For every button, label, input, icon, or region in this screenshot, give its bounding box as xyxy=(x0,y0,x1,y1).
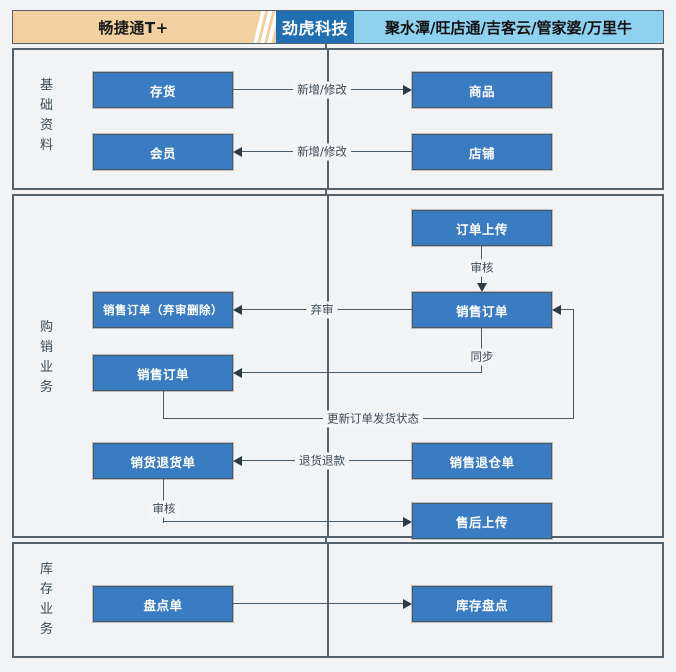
section-label-basic: 基础资料 xyxy=(39,78,54,153)
node-sales-warehouse-return-label: 销售退仓单 xyxy=(449,454,515,470)
arrowhead-goods xyxy=(403,85,412,95)
edge-label-unaudit: 弃审 xyxy=(306,301,338,319)
edge-update-ship-v-right xyxy=(573,310,575,419)
header-left-system-label: 畅捷通T+ xyxy=(98,18,169,37)
arrowhead-sales-return-note xyxy=(233,456,242,466)
column-divider-gap-mid xyxy=(325,188,327,196)
node-stocktake-note[interactable]: 盘点单 xyxy=(93,586,233,622)
header-left-system: 畅捷通T+ xyxy=(13,11,254,43)
node-sales-order-right-label: 销售订单 xyxy=(455,303,508,319)
header-logo-label: 劲虎科技 xyxy=(276,11,354,43)
arrowhead-sales-order-deleted xyxy=(233,305,242,315)
node-shop-label: 店铺 xyxy=(468,145,495,161)
node-member-label: 会员 xyxy=(149,145,176,161)
header-band: 畅捷通T+ 劲虎科技 聚水潭/旺店通/吉客云/管家婆/万里牛 xyxy=(12,10,664,44)
edge-stocktake-to-stock-check xyxy=(233,603,403,605)
arrowhead-sales-order-top xyxy=(477,283,487,292)
node-order-upload-label: 订单上传 xyxy=(455,221,508,237)
edge-audit2-horizontal xyxy=(163,521,403,523)
column-divider-gap-bottom xyxy=(325,536,327,544)
edge-update-ship-h-tip xyxy=(561,309,574,311)
slashes-icon xyxy=(254,11,276,43)
header-right-systems-label: 聚水潭/旺店通/吉客云/管家婆/万里牛 xyxy=(385,18,632,37)
edge-label-audit-2: 审核 xyxy=(148,500,180,518)
section-label-stock: 库存业务 xyxy=(39,562,54,637)
column-divider-basic xyxy=(327,50,329,188)
edge-label-add-modify-2: 新增/修改 xyxy=(293,143,351,161)
node-member[interactable]: 会员 xyxy=(93,134,233,170)
header-logo: 劲虎科技 xyxy=(254,11,354,43)
edge-label-audit-1: 审核 xyxy=(466,259,498,277)
node-sales-return-note-label: 销货退货单 xyxy=(130,454,196,470)
edge-sync-horizontal xyxy=(242,372,482,374)
header-right-systems: 聚水潭/旺店通/吉客云/管家婆/万里牛 xyxy=(354,11,663,43)
edge-label-add-modify-1: 新增/修改 xyxy=(293,81,351,99)
node-shop[interactable]: 店铺 xyxy=(412,134,552,170)
node-goods-label: 商品 xyxy=(468,83,495,99)
node-after-sale-upload-label: 售后上传 xyxy=(455,514,508,530)
node-stocktake-note-label: 盘点单 xyxy=(143,597,183,613)
arrowhead-after-sale-upload xyxy=(403,517,412,527)
arrowhead-stock-check xyxy=(403,599,412,609)
node-stock-check[interactable]: 库存盘点 xyxy=(412,586,552,622)
node-goods[interactable]: 商品 xyxy=(412,72,552,108)
node-inventory[interactable]: 存货 xyxy=(93,72,233,108)
edge-update-ship-v-left xyxy=(163,391,165,419)
column-divider-stock xyxy=(327,544,329,656)
arrowhead-member xyxy=(233,147,242,157)
section-label-sales: 购销业务 xyxy=(39,320,54,395)
edge-label-refund: 退货退款 xyxy=(295,452,349,470)
node-after-sale-upload[interactable]: 售后上传 xyxy=(412,503,552,539)
node-inventory-label: 存货 xyxy=(149,83,176,99)
edge-label-sync: 同步 xyxy=(466,348,498,366)
node-sales-return-note[interactable]: 销货退货单 xyxy=(93,443,233,479)
node-sales-warehouse-return[interactable]: 销售退仓单 xyxy=(412,443,552,479)
node-sales-order-left-label: 销售订单 xyxy=(136,366,189,382)
node-order-upload[interactable]: 订单上传 xyxy=(412,210,552,246)
node-sales-order-left[interactable]: 销售订单 xyxy=(93,355,233,391)
column-divider-gap-top xyxy=(325,44,327,50)
arrowhead-sales-order-right-side xyxy=(552,305,561,315)
node-stock-check-label: 库存盘点 xyxy=(455,597,508,613)
node-sales-order-deleted-label: 销售订单（弃审删除） xyxy=(103,303,223,317)
column-divider-sales xyxy=(327,196,329,536)
edge-label-update-ship-status: 更新订单发货状态 xyxy=(323,410,423,428)
arrowhead-sales-order-left xyxy=(233,368,242,378)
node-sales-order-deleted[interactable]: 销售订单（弃审删除） xyxy=(93,292,233,328)
node-sales-order-right[interactable]: 销售订单 xyxy=(412,292,552,328)
